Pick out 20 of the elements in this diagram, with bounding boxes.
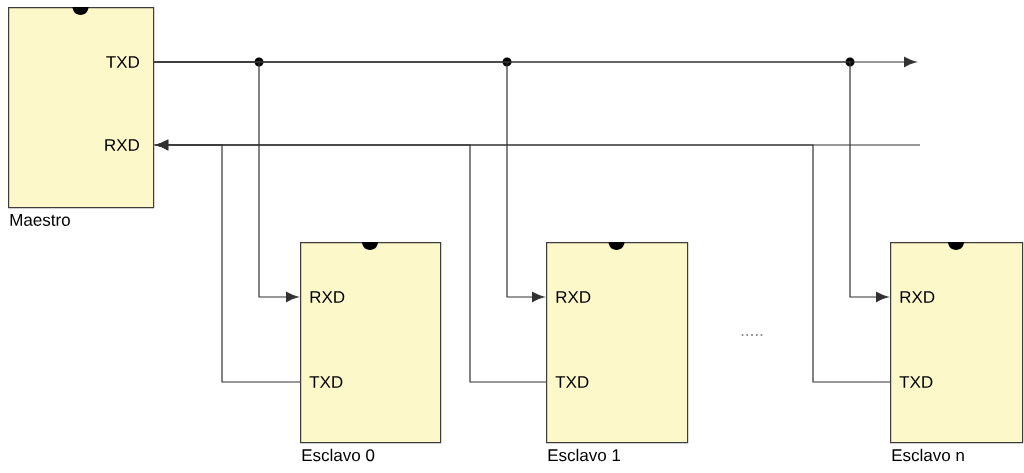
bus-line <box>156 139 891 383</box>
pin-label: RXD <box>900 291 935 303</box>
chip-box <box>300 242 442 462</box>
pin-label: RXD <box>105 139 139 151</box>
pin-label: RXD <box>556 291 591 303</box>
pin-label: TXD <box>555 376 589 388</box>
chip-box <box>890 242 1024 462</box>
chip-box <box>8 7 155 226</box>
pin-label: TXD <box>309 376 343 388</box>
chip-caption: Esclavo n <box>892 448 964 462</box>
chip-caption: Maestro <box>10 214 70 226</box>
chip-box <box>546 242 689 462</box>
chip-caption: Esclavo 1 <box>548 448 621 462</box>
bus-line <box>153 144 921 146</box>
pin-label: TXD <box>106 56 139 68</box>
chip-caption: Esclavo 0 <box>302 448 375 462</box>
pin-label: TXD <box>899 376 933 388</box>
bus-line <box>153 61 889 303</box>
pin-label: RXD <box>310 291 345 303</box>
ellipsis-mark: ..... <box>741 334 763 336</box>
